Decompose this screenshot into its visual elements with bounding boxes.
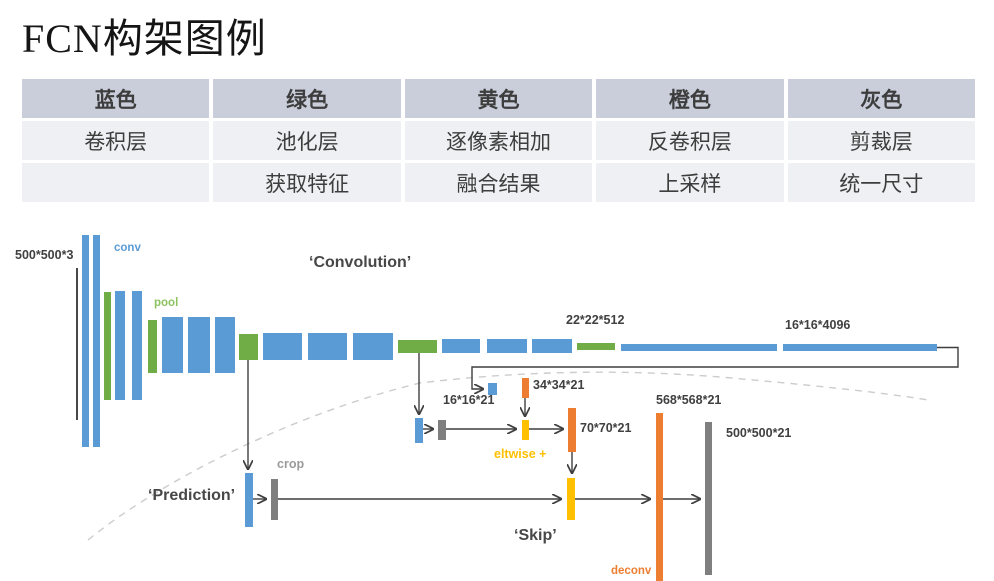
legend-header-yellow: 黄色 — [404, 79, 593, 118]
deconv-568-bar — [656, 413, 663, 581]
size-70-label: 70*70*21 — [580, 421, 632, 435]
input-size-label: 500*500*3 — [15, 248, 74, 262]
legend-header-blue: 蓝色 — [22, 79, 210, 118]
pool-label: pool — [154, 297, 179, 309]
conv-layer-bar — [263, 333, 302, 360]
legend-cell: 池化层 — [213, 121, 401, 160]
deconv-label: deconv — [611, 565, 652, 577]
conv-layer-bar — [487, 339, 527, 353]
legend-cell: 获取特征 — [213, 163, 401, 202]
conv-layer-bar — [93, 235, 100, 447]
crop-bar — [438, 420, 446, 440]
eltwise-label: eltwise + — [494, 447, 547, 461]
legend-header-gray: 灰色 — [787, 79, 975, 118]
size-4096-label: 16*16*4096 — [785, 318, 851, 332]
legend-cell: 卷积层 — [22, 121, 210, 160]
conv-label: conv — [114, 242, 141, 254]
legend-cell: 剪裁层 — [787, 121, 975, 160]
crop-bar — [271, 479, 278, 520]
skip-label: ‘Skip’ — [514, 527, 557, 544]
pool-layer-bar — [104, 292, 111, 400]
conv-layer-bar — [353, 333, 393, 360]
deconv-34-bar — [522, 378, 529, 398]
pool-layer-bar — [577, 343, 615, 350]
prediction-score-bar — [245, 473, 253, 527]
fc-to-score-elbow — [471, 346, 959, 390]
size-568-label: 568*568*21 — [656, 393, 722, 407]
prediction-label: ‘Prediction’ — [148, 487, 236, 504]
legend-cell: 逐像素相加 — [404, 121, 593, 160]
size-16-label: 16*16*21 — [443, 393, 495, 407]
conv-layer-bar — [115, 291, 125, 400]
legend-cell: 反卷积层 — [596, 121, 784, 160]
legend-cell: 统一尺寸 — [787, 163, 975, 202]
fcn-architecture-diagram: 500*500*3 conv pool ‘Convolution’ 22*22*… — [0, 221, 994, 581]
fc-layer-bar — [621, 344, 777, 351]
legend-cell: 上采样 — [596, 163, 784, 202]
conv-layer-bar — [215, 317, 235, 373]
pool-layer-bar — [239, 334, 258, 360]
pool-layer-bar — [148, 320, 157, 373]
convolution-label: ‘Convolution’ — [309, 254, 412, 271]
conv-layer-bar — [532, 339, 572, 353]
size-22-label: 22*22*512 — [566, 313, 625, 327]
eltwise-bar — [522, 420, 529, 440]
size-34-label: 34*34*21 — [533, 378, 585, 392]
conv-layer-bar — [82, 235, 89, 447]
legend-header-orange: 橙色 — [596, 79, 784, 118]
connector-lines — [76, 268, 959, 541]
legend-cell — [22, 163, 210, 202]
conv-layer-bar — [188, 317, 210, 373]
fc-layer-bar — [783, 344, 937, 351]
legend-table: 蓝色 绿色 黄色 橙色 灰色 卷积层 池化层 逐像素相加 反卷积层 剪裁层 获取… — [22, 79, 975, 202]
conv-layer-bar — [132, 291, 142, 400]
skip-eltwise-bar — [567, 478, 575, 520]
conv-layer-bar — [442, 339, 480, 353]
dashed-curve — [87, 371, 929, 541]
size-500-label: 500*500*21 — [726, 426, 792, 440]
legend-cell: 融合结果 — [404, 163, 593, 202]
legend-header-green: 绿色 — [213, 79, 401, 118]
crop-label: crop — [277, 457, 305, 471]
pool-layer-bar — [398, 340, 437, 353]
pool4-score-bar — [415, 418, 423, 443]
score-16-bar — [488, 383, 497, 395]
page-title: FCN构架图例 — [22, 16, 267, 61]
conv-layer-bar — [308, 333, 347, 360]
deconv-70-bar — [568, 408, 576, 452]
crop-500-bar — [705, 422, 712, 575]
conv-layer-bar — [162, 317, 183, 373]
